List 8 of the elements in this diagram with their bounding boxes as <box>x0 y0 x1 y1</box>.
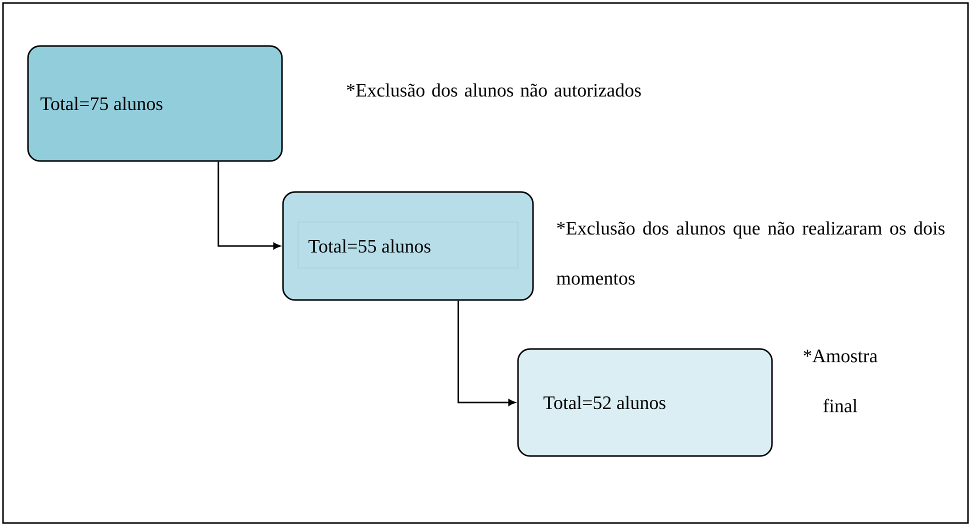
process-box: Total=52 alunos <box>517 348 773 457</box>
arrow <box>218 162 280 250</box>
note-text: *Exclusão dos alunos que não realizaram os dois momentos <box>556 221 945 285</box>
process-box: Total=75 alunos <box>27 45 283 162</box>
arrow <box>458 300 516 406</box>
note-text: *Exclusão dos alunos não autorizados <box>346 83 641 97</box>
note-text: *Amostra final <box>804 350 878 412</box>
process-box: Total=55 alunos <box>282 191 534 301</box>
